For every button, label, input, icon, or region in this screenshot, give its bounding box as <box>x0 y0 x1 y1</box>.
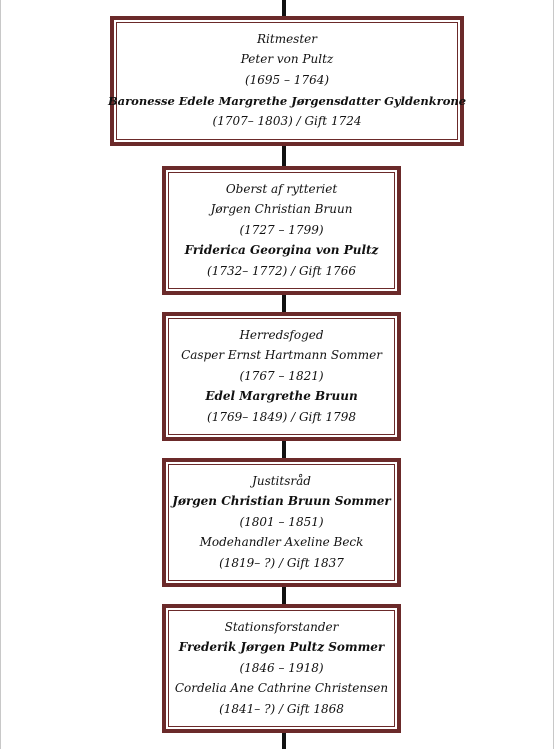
generation-box-inner: Stationsforstander Frederik Jørgen Pultz… <box>168 610 395 727</box>
husband-name: Frederik Jørgen Pultz Sommer <box>178 640 385 654</box>
generation-box-inner: Herredsfoged Casper Ernst Hartmann Somme… <box>168 318 395 435</box>
generation-box-4: Justitsråd Jørgen Christian Bruun Sommer… <box>162 458 401 587</box>
generation-box-inner: Justitsråd Jørgen Christian Bruun Sommer… <box>168 464 395 581</box>
connector-line <box>282 587 286 604</box>
connector-line <box>282 0 286 16</box>
page-edge-right <box>553 0 554 749</box>
occupation-title: Stationsforstander <box>224 619 339 634</box>
generation-box-inner: Ritmester Peter von Pultz (1695 – 1764) … <box>108 22 466 140</box>
wife-name: Cordelia Ane Cathrine Christensen <box>174 681 389 695</box>
generation-box-5: Stationsforstander Frederik Jørgen Pultz… <box>162 604 401 733</box>
occupation-title: Oberst af rytteriet <box>225 181 338 196</box>
wife-name: Modehandler Axeline Beck <box>199 535 364 549</box>
husband-years: (1767 – 1821) <box>239 368 324 383</box>
occupation-title: Justitsråd <box>252 473 311 488</box>
wife-years-marriage: (1841– ?) / Gift 1868 <box>219 701 344 716</box>
husband-name: Jørgen Christian Bruun Sommer <box>172 494 391 508</box>
generation-box-3: Herredsfoged Casper Ernst Hartmann Somme… <box>162 312 401 441</box>
husband-years: (1695 – 1764) <box>244 72 330 87</box>
connector-line <box>282 733 286 749</box>
occupation-title: Ritmester <box>257 31 317 46</box>
wife-name: Baronesse Edele Margrethe Jørgensdatter … <box>107 93 467 108</box>
wife-name: Friderica Georgina von Pultz <box>184 243 379 257</box>
page-edge-left <box>0 0 1 749</box>
husband-name: Jørgen Christian Bruun <box>210 202 353 216</box>
connector-line <box>282 295 286 312</box>
wife-years-marriage: (1707– 1803) / Gift 1724 <box>212 114 362 129</box>
husband-name: Casper Ernst Hartmann Sommer <box>181 348 382 362</box>
husband-name: Peter von Pultz <box>240 52 334 67</box>
husband-years: (1846 – 1918) <box>239 660 324 675</box>
husband-years: (1727 – 1799) <box>239 222 324 237</box>
wife-years-marriage: (1769– 1849) / Gift 1798 <box>207 409 356 424</box>
generation-box-2: Oberst af rytteriet Jørgen Christian Bru… <box>162 166 401 295</box>
wife-years-marriage: (1819– ?) / Gift 1837 <box>219 555 344 570</box>
generation-box-1: Ritmester Peter von Pultz (1695 – 1764) … <box>108 16 466 146</box>
wife-name: Edel Margrethe Bruun <box>205 389 358 403</box>
connector-line <box>282 146 286 166</box>
occupation-title: Herredsfoged <box>239 327 324 342</box>
generation-box-inner: Oberst af rytteriet Jørgen Christian Bru… <box>168 172 395 289</box>
connector-line <box>282 441 286 458</box>
husband-years: (1801 – 1851) <box>239 514 324 529</box>
wife-years-marriage: (1732– 1772) / Gift 1766 <box>207 263 356 278</box>
